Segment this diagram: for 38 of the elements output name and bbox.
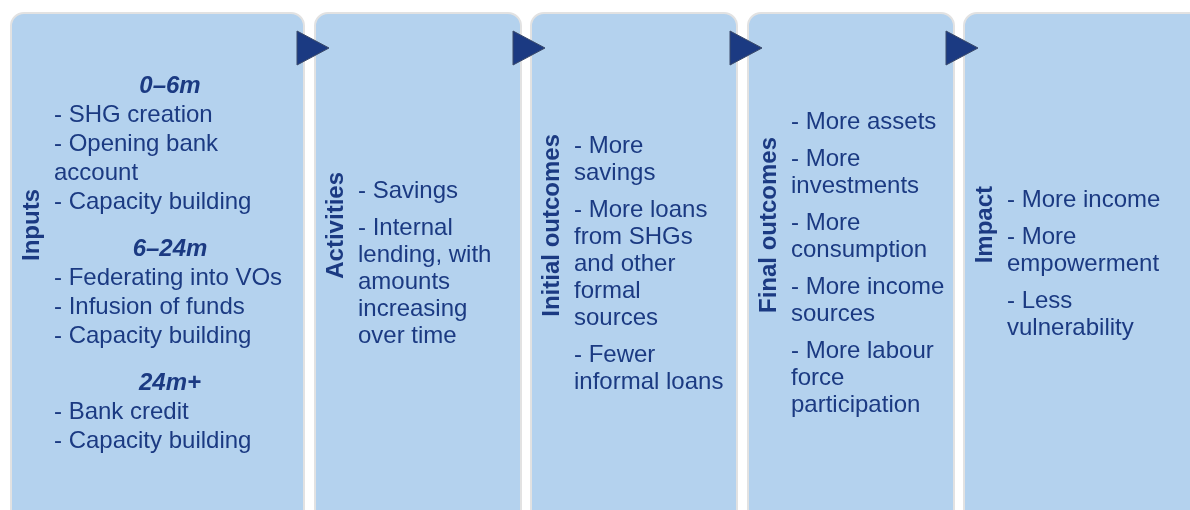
bullet-item: - Opening bank account bbox=[54, 128, 220, 186]
period-heading: 24m+ bbox=[137, 367, 203, 396]
bullet-item: - SHG creation bbox=[54, 99, 214, 128]
bullet-item: - Capacity building bbox=[54, 320, 253, 349]
stage-column bbox=[314, 12, 522, 510]
arrow bbox=[296, 30, 330, 66]
stage-heading: Final outcomes bbox=[755, 137, 781, 315]
stage-heading: Inputs bbox=[18, 189, 44, 263]
arrow bbox=[512, 30, 546, 66]
bullet-item: - More income bbox=[1007, 184, 1162, 212]
period-heading: 0–6m bbox=[138, 70, 202, 99]
bullet-item: - Infusion of funds bbox=[54, 291, 246, 320]
bullet-item: - Fewer informal loans bbox=[574, 339, 725, 394]
bullet-item: - Federating into VOs bbox=[54, 262, 284, 291]
stage-column bbox=[747, 12, 955, 510]
bullet-item: - Less vulnerability bbox=[1007, 285, 1135, 340]
bullet-item: - More investments bbox=[791, 144, 921, 198]
bullet-item: - More labour force participation bbox=[791, 336, 935, 417]
arrow bbox=[729, 30, 763, 66]
bullet-item: - More loans from SHGs and other formal sources bbox=[574, 194, 709, 330]
stage-heading: Impact bbox=[971, 186, 997, 266]
period-heading: 6–24m bbox=[131, 233, 209, 262]
arrow bbox=[945, 30, 979, 66]
bullet-item: - More empowerment bbox=[1007, 221, 1161, 276]
stage-column bbox=[530, 12, 738, 510]
stage-heading: Initial outcomes bbox=[538, 133, 564, 319]
bullet-item: - More consumption bbox=[791, 208, 929, 262]
bullet-item: - Capacity building bbox=[54, 186, 253, 215]
bullet-item: - More savings bbox=[574, 130, 657, 185]
stage-heading: Activities bbox=[322, 171, 348, 281]
bullet-item: - More assets bbox=[791, 107, 938, 134]
bullet-item: - Savings bbox=[358, 176, 460, 203]
bullet-item: - Capacity building bbox=[54, 425, 253, 454]
bullet-item: - Bank credit bbox=[54, 396, 190, 425]
stage-column bbox=[10, 12, 305, 510]
bullet-item: - More income sources bbox=[791, 272, 946, 326]
stage-column bbox=[963, 12, 1190, 510]
bullet-item: - Internal lending, with amounts increasing over time bbox=[358, 213, 493, 348]
